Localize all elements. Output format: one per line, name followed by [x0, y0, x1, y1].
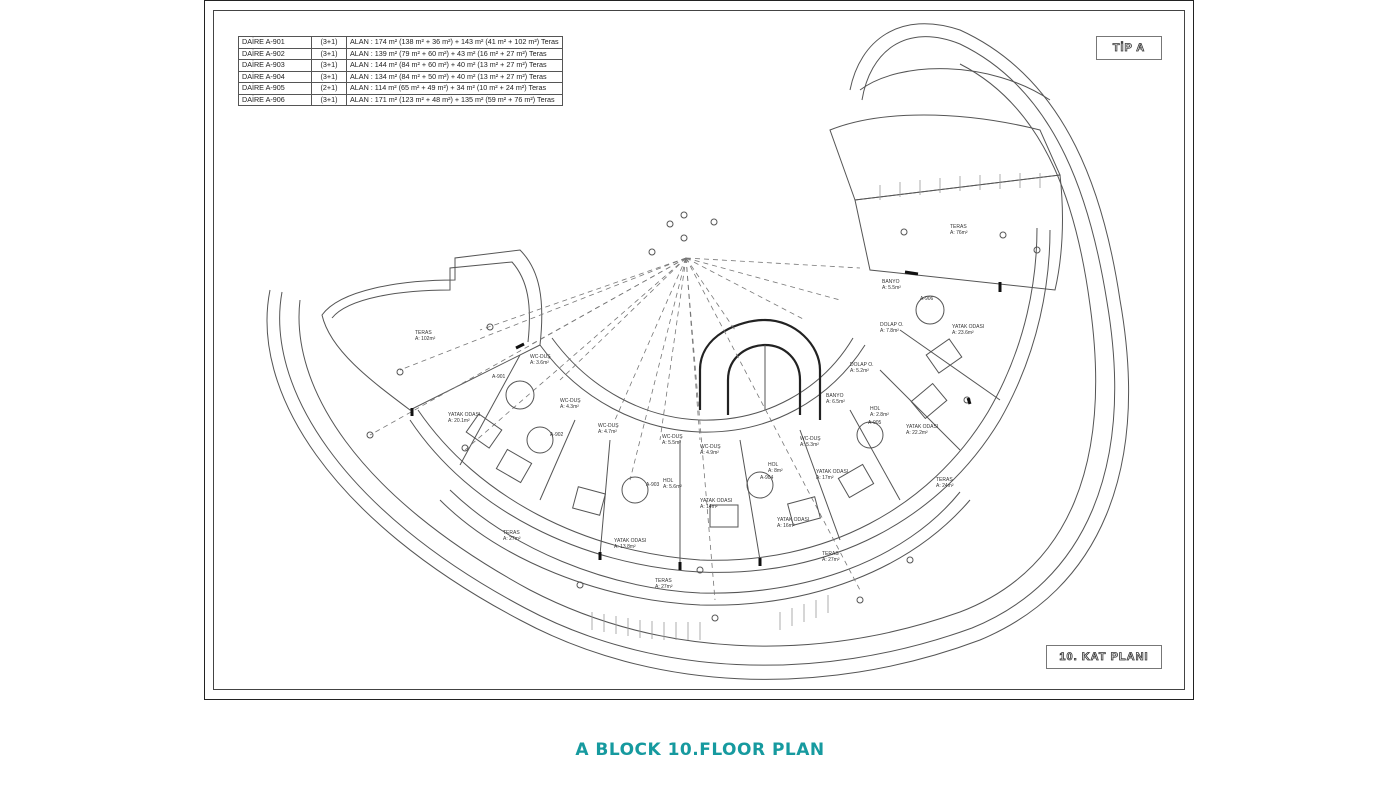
- room-label: YATAK ODASI: [777, 517, 809, 523]
- room-area: A: 23.6m²: [952, 330, 974, 336]
- room-label: TERAS: [503, 530, 520, 536]
- room-label: TERAS: [936, 477, 953, 483]
- unit-label: A-905: [868, 420, 882, 426]
- type-cell: (3+1): [311, 47, 347, 60]
- room-label: HOL: [768, 462, 779, 468]
- room-label: WC-DUŞ: [662, 434, 683, 440]
- plan-type-stamp: TİP A: [1096, 36, 1162, 60]
- room-area: A: 2.8m²: [870, 412, 889, 418]
- room-label: BANYO: [826, 393, 844, 399]
- page-caption: A BLOCK 10.FLOOR PLAN: [575, 740, 825, 760]
- unit-label: A-906: [920, 296, 934, 302]
- room-label: TERAS: [655, 578, 672, 584]
- room-label: YATAK ODASI: [614, 538, 646, 544]
- room-area: A: 76m²: [950, 230, 968, 236]
- room-area: A: 20.1m²: [448, 418, 470, 424]
- room-label: YATAK ODASI: [906, 424, 938, 430]
- room-label: DOLAP O.: [850, 362, 874, 368]
- room-area: A: 17m²: [816, 475, 834, 481]
- room-area: A: 4.7m²: [598, 429, 617, 435]
- room-area: A: 27m²: [822, 557, 840, 563]
- room-area: A: 4.9m²: [700, 450, 719, 456]
- room-label: YATAK ODASI: [816, 469, 848, 475]
- room-area: A: 102m²: [415, 336, 436, 342]
- room-label: HOL: [870, 406, 881, 412]
- room-area: A: 22.2m²: [906, 430, 928, 436]
- unit-label: A-903: [646, 482, 660, 488]
- room-label: WC-DUŞ: [530, 354, 551, 360]
- unit-area-table: DAİRE A-901 (3+1) ALAN : 174 m² (138 m² …: [238, 36, 563, 106]
- room-label: TERAS: [415, 330, 432, 336]
- floor-title-stamp: 10. KAT PLANI: [1046, 645, 1162, 669]
- room-label: DOLAP O.: [880, 322, 904, 328]
- room-area: A: 6.5m²: [826, 399, 845, 405]
- room-area: A: 7.8m²: [880, 328, 899, 334]
- unit-cell: DAİRE A-902: [238, 47, 312, 60]
- unit-cell: DAİRE A-901: [238, 36, 312, 49]
- unit-cell: DAİRE A-905: [238, 82, 312, 95]
- room-area: A: 14m²: [700, 504, 718, 510]
- table-row: DAİRE A-902 (3+1) ALAN : 139 m² (79 m² +…: [238, 47, 563, 60]
- room-area: A: 3.6m²: [530, 360, 549, 366]
- room-area: A: 16m²: [777, 523, 795, 529]
- room-area: A: 27m²: [503, 536, 521, 542]
- room-area: A: 24m²: [936, 483, 954, 489]
- unit-cell: DAİRE A-906: [238, 93, 312, 106]
- area-cell: ALAN : 144 m² (84 m² + 60 m²) + 40 m² (1…: [346, 59, 563, 72]
- table-row: DAİRE A-901 (3+1) ALAN : 174 m² (138 m² …: [238, 36, 563, 49]
- unit-cell: DAİRE A-903: [238, 59, 312, 72]
- table-row: DAİRE A-903 (3+1) ALAN : 144 m² (84 m² +…: [238, 59, 563, 72]
- room-label: WC-DUŞ: [800, 436, 821, 442]
- inner-frame: [213, 10, 1185, 690]
- room-label: YATAK ODASI: [448, 412, 480, 418]
- room-area: A: 8m²: [768, 468, 783, 474]
- table-row: DAİRE A-904 (3+1) ALAN : 134 m² (84 m² +…: [238, 70, 563, 83]
- room-label: WC-DUŞ: [598, 423, 619, 429]
- type-cell: (3+1): [311, 36, 347, 49]
- type-cell: (2+1): [311, 82, 347, 95]
- area-cell: ALAN : 174 m² (138 m² + 36 m²) + 143 m² …: [346, 36, 563, 49]
- room-label: HOL: [663, 478, 674, 484]
- room-label: BANYO: [882, 279, 900, 285]
- area-cell: ALAN : 114 m² (65 m² + 49 m²) + 34 m² (1…: [346, 82, 563, 95]
- room-label-group: TERAS A: 102m² WC-DUŞ A: 3.6m² A-901 YAT…: [415, 224, 984, 590]
- unit-cell: DAİRE A-904: [238, 70, 312, 83]
- room-area: A: 5.6m²: [663, 484, 682, 490]
- room-area: A: 27m²: [655, 584, 673, 590]
- room-label: YATAK ODASI: [700, 498, 732, 504]
- room-label: WC-DUŞ: [560, 398, 581, 404]
- table-row: DAİRE A-905 (2+1) ALAN : 114 m² (65 m² +…: [238, 82, 563, 95]
- room-label: TERAS: [950, 224, 967, 230]
- type-cell: (3+1): [311, 59, 347, 72]
- room-area: A: 5.2m²: [850, 368, 869, 374]
- unit-label: A-901: [492, 374, 506, 380]
- table-row: DAİRE A-906 (3+1) ALAN : 171 m² (123 m² …: [238, 93, 563, 106]
- type-cell: (3+1): [311, 70, 347, 83]
- room-label: WC-DUŞ: [700, 444, 721, 450]
- unit-label: A-902: [550, 432, 564, 438]
- room-area: A: 4.3m²: [560, 404, 579, 410]
- room-area: A: 5.5m²: [882, 285, 901, 291]
- area-cell: ALAN : 139 m² (79 m² + 60 m²) + 43 m² (1…: [346, 47, 563, 60]
- unit-label: A-904: [760, 475, 774, 481]
- outer-frame: [204, 0, 1194, 700]
- room-label: TERAS: [822, 551, 839, 557]
- area-cell: ALAN : 171 m² (123 m² + 48 m²) + 135 m² …: [346, 93, 563, 106]
- room-label: YATAK ODASI: [952, 324, 984, 330]
- area-cell: ALAN : 134 m² (84 m² + 50 m²) + 40 m² (1…: [346, 70, 563, 83]
- room-area: A: 5.5m²: [662, 440, 681, 446]
- room-area: A: 13.8m²: [614, 544, 636, 550]
- room-area: A: 5.3m²: [800, 442, 819, 448]
- type-cell: (3+1): [311, 93, 347, 106]
